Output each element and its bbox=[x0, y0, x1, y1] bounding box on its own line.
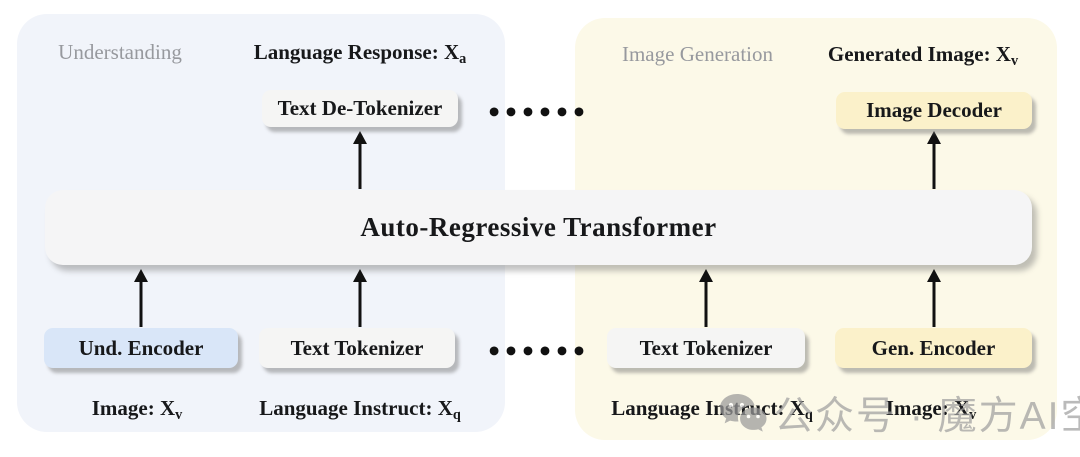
generated-image-text: Generated Image: X bbox=[827, 42, 1011, 66]
ellipsis-dots-top: •••••• bbox=[486, 97, 588, 127]
arrow-shaft bbox=[932, 142, 936, 189]
arrow-head bbox=[353, 131, 367, 144]
arrow-shaft bbox=[358, 280, 362, 327]
image-input-label-left: Image: Xv bbox=[57, 396, 217, 423]
arrow-head bbox=[353, 269, 367, 282]
auto-regressive-transformer-label: Auto-Regressive Transformer bbox=[360, 212, 717, 242]
wechat-icon bbox=[720, 394, 767, 432]
arrow-head bbox=[134, 269, 148, 282]
arrow-shaft bbox=[358, 142, 362, 189]
arrow-text-tokenizer-right-to-transformer bbox=[698, 269, 714, 327]
arrow-shaft bbox=[139, 280, 143, 327]
language-response-sub: a bbox=[459, 50, 467, 67]
image-input-label-right: Image: Xv bbox=[851, 396, 1011, 423]
ellipsis-dots-bottom: •••••• bbox=[486, 336, 588, 366]
und-encoder-label: Und. Encoder bbox=[78, 335, 204, 360]
gen-encoder-label: Gen. Encoder bbox=[871, 335, 996, 360]
image-decoder-label: Image Decoder bbox=[866, 98, 1002, 122]
arrow-head bbox=[927, 131, 941, 144]
und-encoder-box: Und. Encoder bbox=[44, 328, 238, 368]
arrow-shaft bbox=[704, 280, 708, 327]
image-input-sub-left: v bbox=[175, 406, 183, 423]
language-instruct-label-right: Language Instruct: Xq bbox=[592, 396, 832, 423]
arrow-text-tokenizer-left-to-transformer bbox=[352, 269, 368, 327]
arrow-und-encoder-to-transformer bbox=[133, 269, 149, 327]
arrow-transformer-to-detokenizer bbox=[352, 131, 368, 189]
text-tokenizer-left-box: Text Tokenizer bbox=[259, 328, 455, 368]
arrow-head bbox=[927, 269, 941, 282]
language-instruct-sub-right: q bbox=[804, 406, 813, 423]
text-tokenizer-right-label: Text Tokenizer bbox=[639, 335, 773, 360]
language-response-label: Language Response: Xa bbox=[240, 40, 480, 67]
language-response-text: Language Response: X bbox=[253, 40, 460, 64]
watermark: 公众号 · 魔方AI空间 bbox=[716, 384, 1080, 442]
gen-encoder-box: Gen. Encoder bbox=[835, 328, 1032, 368]
image-decoder-box: Image Decoder bbox=[836, 92, 1032, 129]
text-tokenizer-right-box: Text Tokenizer bbox=[607, 328, 805, 368]
arrow-head bbox=[699, 269, 713, 282]
image-input-text-left: Image: X bbox=[91, 396, 176, 420]
language-instruct-sub-left: q bbox=[452, 406, 461, 423]
text-tokenizer-left-label: Text Tokenizer bbox=[290, 335, 424, 360]
arrow-shaft bbox=[932, 280, 936, 327]
auto-regressive-transformer-box: Auto-Regressive Transformer bbox=[45, 190, 1032, 265]
image-input-text-right: Image: X bbox=[885, 396, 970, 420]
arrow-transformer-to-image-decoder bbox=[926, 131, 942, 189]
image-input-sub-right: v bbox=[969, 406, 977, 423]
text-detokenizer-box: Text De-Tokenizer bbox=[262, 90, 458, 127]
arrow-gen-encoder-to-transformer bbox=[926, 269, 942, 327]
image-generation-title: Image Generation bbox=[621, 42, 773, 66]
text-detokenizer-label: Text De-Tokenizer bbox=[277, 96, 443, 120]
language-instruct-label-left: Language Instruct: Xq bbox=[240, 396, 480, 423]
language-instruct-text-right: Language Instruct: X bbox=[611, 396, 805, 420]
language-instruct-text-left: Language Instruct: X bbox=[259, 396, 453, 420]
watermark-text: 公众号 · 魔方AI空间 bbox=[774, 395, 1080, 438]
generated-image-label: Generated Image: Xv bbox=[803, 42, 1043, 69]
generated-image-sub: v bbox=[1010, 52, 1019, 69]
understanding-title: Understanding bbox=[58, 40, 182, 64]
